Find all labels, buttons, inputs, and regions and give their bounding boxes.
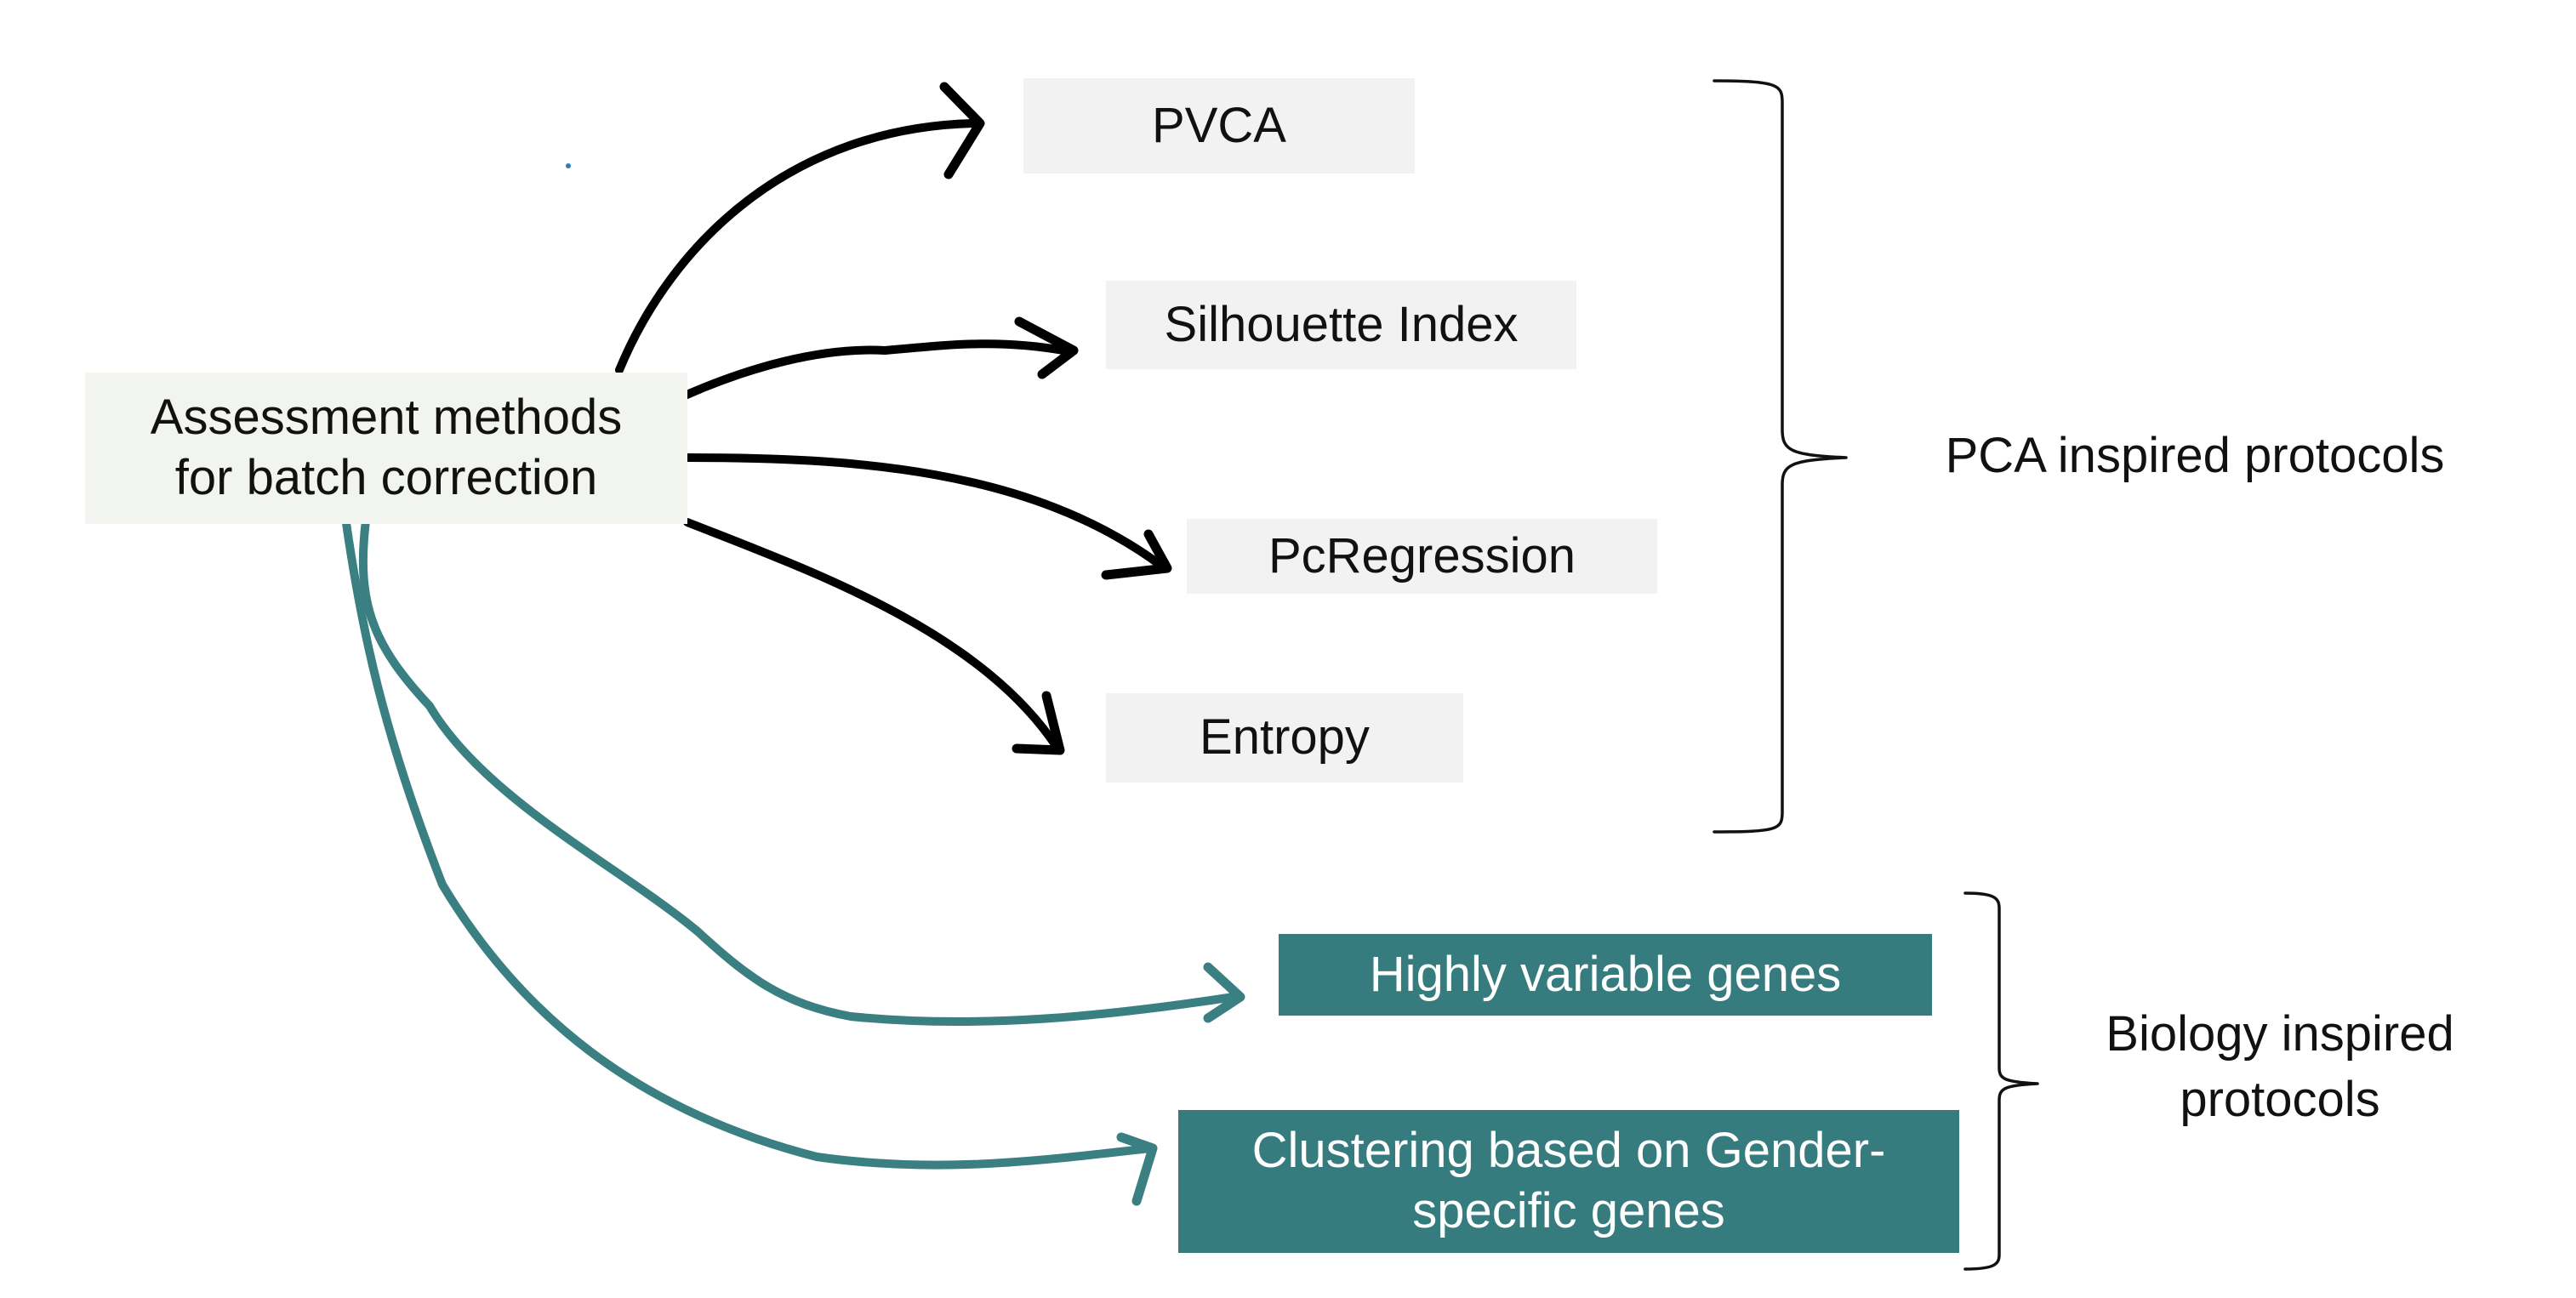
root-node: Assessment methods for batch correction: [85, 373, 687, 524]
arrow-head-clustering: [1116, 1132, 1158, 1206]
biology-group-label: Biology inspired protocols: [2059, 1002, 2501, 1132]
arrow-to-highly-variable-genes: [358, 516, 1238, 1027]
pvca-label: PVCA: [1152, 97, 1286, 153]
entropy-node: Entropy: [1106, 693, 1463, 783]
arrow-to-silhouette: [681, 339, 1068, 400]
arrow-head-highly-variable-genes: [1203, 962, 1245, 1023]
arrow-head-pvca: [939, 82, 985, 179]
arrow-to-pvca: [615, 119, 978, 374]
biology-group-label-line1: Biology inspired: [2106, 1006, 2454, 1062]
arrow-to-entropy: [683, 518, 1061, 751]
arrow-to-pcregression: [683, 453, 1165, 570]
highly-variable-genes-label: Highly variable genes: [1369, 946, 1842, 1002]
silhouette-index-label: Silhouette Index: [1164, 296, 1519, 352]
root-label-line1: Assessment methods: [150, 390, 623, 446]
clustering-gender-genes-node: Clustering based on Gender-specific gene…: [1178, 1110, 1959, 1253]
stray-dot: [566, 163, 571, 168]
clustering-gender-genes-label: Clustering based on Gender-specific gene…: [1251, 1123, 1886, 1238]
arrow-to-clustering: [342, 519, 1154, 1170]
pvca-node: PVCA: [1023, 78, 1415, 174]
silhouette-index-node: Silhouette Index: [1106, 281, 1576, 369]
arrow-head-entropy: [1012, 691, 1065, 755]
biology-group-brace: [1963, 891, 2039, 1271]
pcregression-node: PcRegression: [1187, 519, 1657, 594]
pca-group-brace: [1713, 79, 1848, 834]
arrow-head-pcregression: [1101, 529, 1172, 580]
entropy-label: Entropy: [1200, 709, 1370, 766]
highly-variable-genes-node: Highly variable genes: [1279, 934, 1932, 1016]
arrow-head-silhouette: [1014, 316, 1079, 379]
pca-group-label: PCA inspired protocols: [1906, 424, 2484, 489]
pcregression-label: PcRegression: [1268, 527, 1576, 584]
biology-group-label-line2: protocols: [2180, 1071, 2380, 1127]
root-label-line2: for batch correction: [174, 450, 598, 505]
pca-group-label-text: PCA inspired protocols: [1945, 428, 2445, 483]
